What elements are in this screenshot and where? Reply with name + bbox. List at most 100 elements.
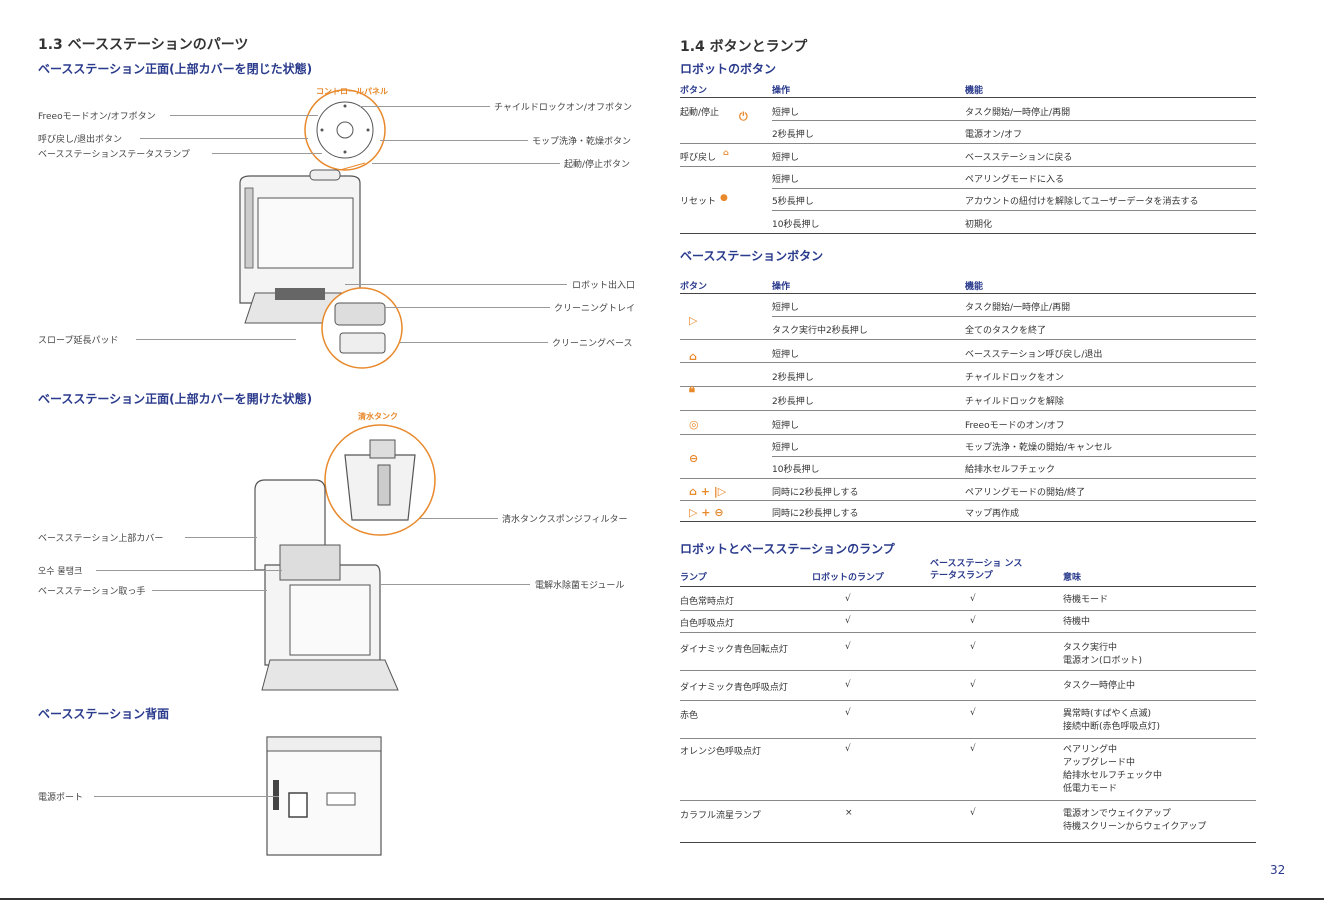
rb-op-2: 短押し xyxy=(772,153,800,163)
rb-header-op: 操作 xyxy=(772,86,791,96)
sb-op-8: 同時に2秒長押しする xyxy=(772,488,859,498)
home-plus-play-icon: ⌂ + |▷ xyxy=(689,485,727,498)
sb-header-fn: 機能 xyxy=(965,282,984,292)
label-robot-port: ロボット出入口 xyxy=(572,281,636,291)
lamp-robot-0: √ xyxy=(845,594,851,604)
robot-buttons-title: ロボットのボタン xyxy=(680,62,777,76)
sb-fn-7: 給排水セルフチェック xyxy=(965,465,1056,475)
rb-button-recall: 呼び戻し xyxy=(680,153,717,163)
lamp-rule xyxy=(680,670,1256,671)
sb-op-3: 2秒長押し xyxy=(772,373,814,383)
sb-fn-8: ペアリングモードの開始/終了 xyxy=(965,488,1086,498)
lamp-rule xyxy=(680,700,1256,701)
lamp-robot-2: √ xyxy=(845,642,851,652)
lamp-robot-1: √ xyxy=(845,616,851,626)
rb-header-button: ボタン xyxy=(680,86,708,96)
lamp-header-station: ベースステーショ ンステータスランプ xyxy=(930,559,1023,581)
page-number: 32 xyxy=(1270,863,1286,877)
sb-op-0: 短押し xyxy=(772,303,800,313)
lamp-meaning-0: 待機モード xyxy=(1063,595,1109,605)
label-cleaning-base: クリーニングベース xyxy=(552,339,633,349)
lamp-name-2: ダイナミック青色回転点灯 xyxy=(680,645,788,655)
lamp-station-0: √ xyxy=(970,594,976,604)
rb-button-reset: リセット xyxy=(680,197,717,207)
station-front-closed-illustration xyxy=(239,89,403,369)
label-handle: ベースステーション取っ手 xyxy=(38,587,146,597)
sb-rule xyxy=(680,478,1256,479)
lamp-station-4: √ xyxy=(970,708,976,718)
lamp-meaning-1: 待機中 xyxy=(1063,617,1091,627)
sb-fn-0: タスク開始/一時停止/再開 xyxy=(965,303,1071,313)
lamp-rule xyxy=(680,610,1256,611)
sb-fn-9: マップ再作成 xyxy=(965,509,1020,519)
rb-fn-5: 初期化 xyxy=(965,220,993,230)
station-front-open-illustration xyxy=(254,424,436,691)
lamp-meaning-2: タスク実行中電源オン(ロボット) xyxy=(1063,643,1143,666)
lamp-robot-5: √ xyxy=(845,744,851,754)
rb-op-4: 5秒長押し xyxy=(772,197,814,207)
lamp-robot-4: √ xyxy=(845,708,851,718)
rb-op-1: 2秒長押し xyxy=(772,130,814,140)
sb-rule xyxy=(680,500,1256,501)
label-mop-button: モップ洗浄・乾燥ボタン xyxy=(532,137,632,147)
lamp-header-meaning: 意味 xyxy=(1063,573,1082,583)
reset-dot-icon: ● xyxy=(720,193,728,203)
lamp-header-robot: ロボットのランプ xyxy=(812,573,884,583)
label-sponge-filter: 清水タンクスポンジフィルター xyxy=(502,515,628,525)
sb-op-5: 短押し xyxy=(772,421,800,431)
lamp-meaning-6: 電源オンでウェイクアップ待機スクリーンからウェイクアップ xyxy=(1063,809,1207,832)
sb-rule xyxy=(680,362,1256,363)
lamp-name-3: ダイナミック青色呼吸点灯 xyxy=(680,683,788,693)
label-freeo-button: Freeoモードオン/オフボタン xyxy=(38,112,156,122)
sb-op-9: 同時に2秒長押しする xyxy=(772,509,859,519)
rb-op-5: 10秒長押し xyxy=(772,220,820,230)
rb-op-3: 短押し xyxy=(772,175,800,185)
label-dirty-tank: 오수 물탱크 xyxy=(38,567,83,577)
lamp-rule xyxy=(680,738,1256,739)
label-cleaning-tray: クリーニングトレイ xyxy=(554,304,636,314)
lamp-rule xyxy=(680,800,1256,801)
lamp-name-0: 白色常時点灯 xyxy=(680,597,735,607)
lamp-name-6: カラフル流星ランプ xyxy=(680,811,761,821)
lamp-rule xyxy=(680,842,1256,843)
section-title-buttons: 1.4 ボタンとランプ xyxy=(680,39,808,55)
label-status-lamp: ベースステーションステータスランプ xyxy=(38,150,190,160)
lamp-rule xyxy=(680,632,1256,633)
sb-fn-6: モップ洗浄・乾燥の開始/キャンセル xyxy=(965,443,1113,453)
lamp-meaning-4: 異常時(すばやく点滅)接続中断(赤色呼吸点灯) xyxy=(1063,709,1161,732)
sb-op-4: 2秒長押し xyxy=(772,397,814,407)
rb-fn-4: アカウントの紐付けを解除してユーザーデータを消去する xyxy=(965,197,1199,207)
sb-fn-4: チャイルドロックを解除 xyxy=(965,397,1064,407)
rb-op-0: 短押し xyxy=(772,108,800,118)
label-recall-button: 呼び戻し/退出ボタン xyxy=(38,135,123,145)
station-back-illustration xyxy=(266,736,382,856)
station-buttons-title: ベースステーションボタン xyxy=(680,249,824,263)
sb-fn-2: ベースステーション呼び戻し/退出 xyxy=(965,350,1103,360)
lamp-header-lamp: ランプ xyxy=(680,573,707,583)
lamp-name-4: 赤色 xyxy=(680,711,699,721)
mop-icon: ⊖ xyxy=(689,452,699,465)
sb-rule xyxy=(680,339,1256,340)
play-plus-mop-icon: ▷ + ⊖ xyxy=(689,506,724,519)
lock-icon: 🔒︎ xyxy=(689,382,695,395)
lamp-station-6: √ xyxy=(970,808,976,818)
sb-header-op: 操作 xyxy=(772,282,791,292)
label-slope-pad: スロープ延長パッド xyxy=(38,336,119,346)
lamps-title: ロボットとベースステーションのランプ xyxy=(680,542,895,556)
rb-fn-3: ペアリングモードに入る xyxy=(965,175,1065,185)
front-open-title: ベースステーション正面(上部カバーを開けた状態) xyxy=(38,392,313,406)
sb-fn-5: Freeoモードのオン/オフ xyxy=(965,421,1065,431)
sb-rule xyxy=(680,521,1256,522)
lamp-robot-3: √ xyxy=(845,680,851,690)
label-top-cover: ベースステーション上部カバー xyxy=(38,534,164,544)
lamp-name-5: オレンジ色呼吸点灯 xyxy=(680,747,762,757)
rb-fn-0: タスク開始/一時停止/再開 xyxy=(965,108,1071,118)
rb-fn-2: ベースステーションに戻る xyxy=(965,153,1073,163)
sb-rule xyxy=(680,386,1256,387)
home-button-icon: ⌂ xyxy=(689,350,697,363)
power-icon: ⏻ xyxy=(739,110,748,123)
label-child-lock-button: チャイルドロックオン/オフボタン xyxy=(494,103,632,113)
sb-rule xyxy=(680,434,1256,435)
front-closed-title: ベースステーション正面(上部カバーを閉じた状態) xyxy=(38,62,313,76)
lamp-station-3: √ xyxy=(970,680,976,690)
